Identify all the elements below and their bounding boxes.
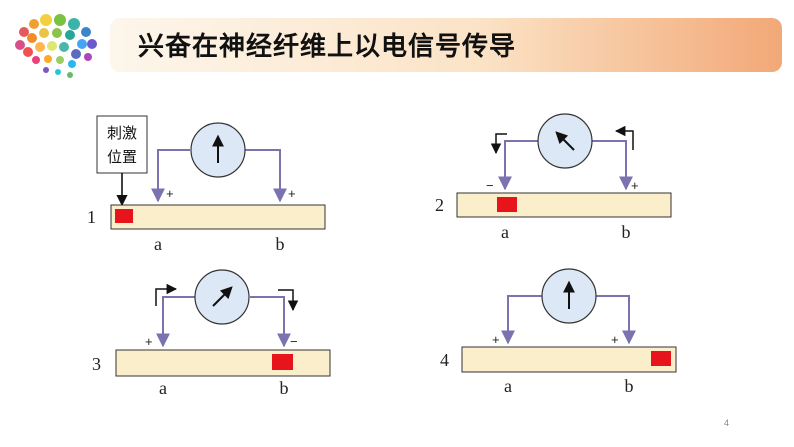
stimulus-site <box>497 197 517 212</box>
current-arrow-left-icon <box>490 133 507 155</box>
electrode-b-sign: + <box>611 332 619 347</box>
stimulus-label-line2: 位置 <box>107 148 137 166</box>
page-number: 4 <box>724 418 730 428</box>
stimulus-label-line1: 刺激 <box>107 124 137 142</box>
point-a-label: a <box>501 222 509 242</box>
nerve-fiber <box>456 192 672 218</box>
electrode-wire-b <box>592 140 633 191</box>
electrode-wire-a <box>156 296 195 348</box>
panel-number: 1 <box>87 207 96 227</box>
current-arrow-right-icon <box>614 125 634 150</box>
panel-2: − + 2 a b <box>435 113 672 242</box>
panel-number: 2 <box>435 195 444 215</box>
brain-logo-icon <box>15 14 97 78</box>
slide-title: 兴奋在神经纤维上以电信号传导 <box>138 32 517 62</box>
electrode-a-sign: + <box>145 334 153 349</box>
stimulus-label-box <box>96 115 148 174</box>
electrode-a-sign: + <box>492 332 500 347</box>
needle-up-left-icon <box>555 131 575 151</box>
stimulus-site <box>115 209 133 223</box>
nerve-fiber <box>115 349 331 377</box>
stimulus-site <box>272 354 293 370</box>
point-b-label: b <box>280 378 289 398</box>
electrode-a-sign: − <box>486 178 494 193</box>
nerve-fiber <box>461 346 677 373</box>
electrode-wire-b <box>596 295 636 345</box>
point-b-label: b <box>625 376 634 396</box>
title-bar <box>110 18 782 72</box>
panel-4: + + 4 a b <box>440 268 677 396</box>
electrode-wire-b <box>250 296 291 348</box>
electrode-b-sign: + <box>631 178 639 193</box>
panel-number: 4 <box>440 350 449 370</box>
point-b-label: b <box>622 222 631 242</box>
electrode-wire-a <box>498 140 538 191</box>
current-arrow-left-icon <box>155 283 178 306</box>
nerve-fiber <box>110 204 326 230</box>
panel-1: 刺激 位置 + + 1 a b <box>87 115 326 254</box>
panel-number: 3 <box>92 354 101 374</box>
panel-3: + − 3 a b <box>92 269 331 398</box>
point-b-label: b <box>276 234 285 254</box>
point-a-label: a <box>154 234 162 254</box>
electrode-wire-b <box>245 149 287 203</box>
current-arrow-right-icon <box>278 289 299 312</box>
needle-up-right-icon <box>212 286 233 307</box>
electrode-wire-a <box>501 295 542 345</box>
electrode-b-sign: + <box>288 186 296 201</box>
stimulus-site <box>651 351 671 366</box>
point-a-label: a <box>159 378 167 398</box>
electrode-wire-a <box>151 149 190 203</box>
electrode-a-sign: + <box>166 186 174 201</box>
point-a-label: a <box>504 376 512 396</box>
electrode-b-sign: − <box>290 334 298 349</box>
